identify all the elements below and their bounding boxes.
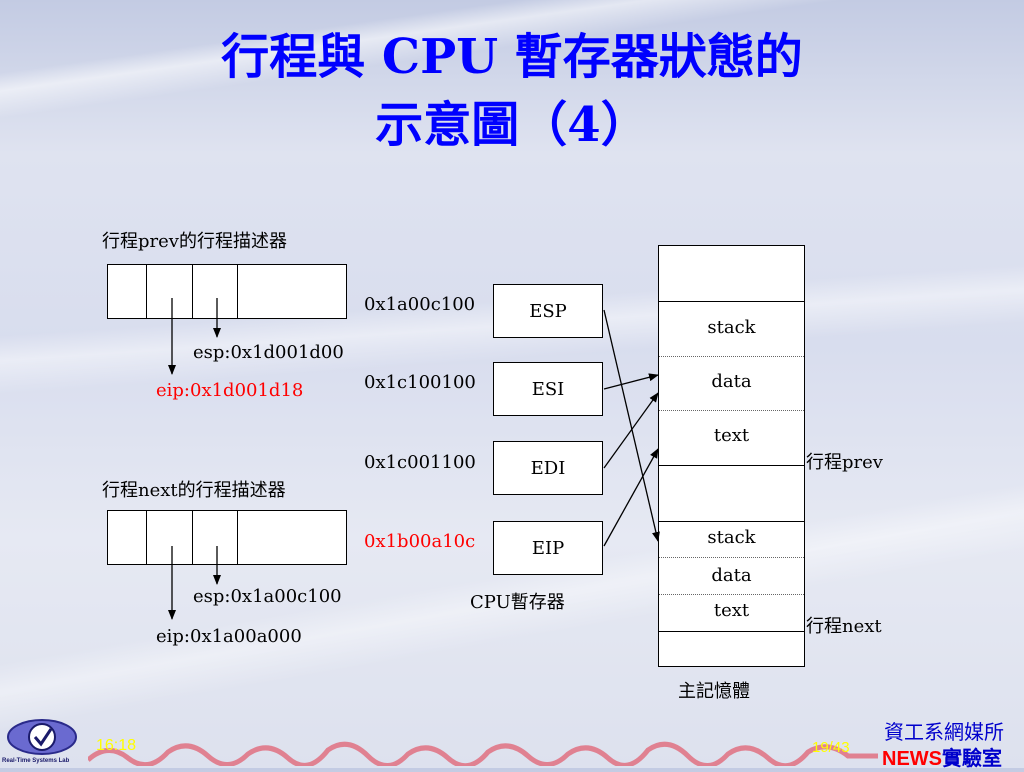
edi-to-prev-data-arrow xyxy=(603,392,659,469)
memory-divider-dotted xyxy=(659,594,804,595)
next-esp-value: esp:0x1a00c100 xyxy=(193,586,342,607)
lab-logo-icon xyxy=(7,719,77,755)
footer-time: 16:18 xyxy=(96,737,137,754)
eip-register-name: EIP xyxy=(531,537,565,559)
prev-esp-value: esp:0x1d001d00 xyxy=(193,342,344,363)
prev-stack-segment: stack xyxy=(707,317,756,338)
next-process-label: 行程next xyxy=(806,616,882,637)
memory-divider xyxy=(659,465,804,466)
prev-descriptor-table xyxy=(107,264,347,319)
esi-register-value: 0x1c100100 xyxy=(364,372,476,393)
descriptor-cell xyxy=(146,511,147,564)
edi-register-value: 0x1c001100 xyxy=(364,452,476,473)
footer-lab-news: NEWS xyxy=(882,748,942,770)
slide-title-line1: 行程與 CPU 暫存器狀態的 xyxy=(221,29,803,85)
descriptor-cell xyxy=(192,265,193,318)
descriptor-cell xyxy=(192,511,193,564)
edi-register-name: EDI xyxy=(530,457,566,479)
prev-process-label: 行程prev xyxy=(806,452,883,473)
esi-register-name: ESI xyxy=(531,378,565,400)
footer-lab-name: NEWS實驗室 xyxy=(882,742,1002,771)
next-eip-value: eip:0x1a00a000 xyxy=(156,626,302,647)
next-descriptor-heading: 行程next的行程描述器 xyxy=(102,480,286,501)
slide-title-line2: 示意圖（4） xyxy=(375,97,649,153)
prev-eip-value: eip:0x1d001d18 xyxy=(156,380,304,401)
esp-register-box: ESP xyxy=(493,284,603,338)
footer-page-number: 19/43 xyxy=(812,739,850,756)
footer-department: 資工系網媒所 xyxy=(884,722,1004,744)
eip-to-prev-text-arrow xyxy=(603,448,659,547)
cpu-registers-caption: CPU暫存器 xyxy=(470,592,565,613)
esp-register-value: 0x1a00c100 xyxy=(364,294,476,315)
next-descriptor-table xyxy=(107,510,347,565)
next-text-segment: text xyxy=(713,600,750,621)
lab-logo-text: Real-Time Systems Lab xyxy=(2,758,70,764)
next-stack-segment: stack xyxy=(707,527,756,548)
eip-register-value: 0x1b00a10c xyxy=(364,531,476,552)
prev-data-segment: data xyxy=(711,371,752,392)
descriptor-cell xyxy=(237,265,238,318)
prev-descriptor-heading: 行程prev的行程描述器 xyxy=(102,231,287,252)
prev-text-segment: text xyxy=(713,425,750,446)
esp-register-name: ESP xyxy=(529,300,567,322)
esi-register-box: ESI xyxy=(493,362,603,416)
edi-register-box: EDI xyxy=(493,441,603,495)
esp-to-next-stack-arrow xyxy=(603,309,660,542)
memory-divider xyxy=(659,301,804,302)
esi-to-prev-data-arrow xyxy=(603,373,659,390)
lab-logo: Real-Time Systems Lab xyxy=(0,715,86,768)
memory-divider-dotted xyxy=(659,356,804,357)
main-memory: stack data text stack data text xyxy=(658,245,805,667)
memory-divider-dotted xyxy=(659,557,804,558)
main-memory-caption: 主記憶體 xyxy=(678,681,750,702)
footer-lab-rest: 實驗室 xyxy=(942,748,1002,770)
descriptor-cell xyxy=(237,511,238,564)
memory-divider xyxy=(659,521,804,522)
eip-register-box: EIP xyxy=(493,521,603,575)
descriptor-cell xyxy=(146,265,147,318)
footer-ornament xyxy=(88,741,878,766)
memory-divider xyxy=(659,631,804,632)
memory-divider-dotted xyxy=(659,410,804,411)
next-data-segment: data xyxy=(711,565,752,586)
